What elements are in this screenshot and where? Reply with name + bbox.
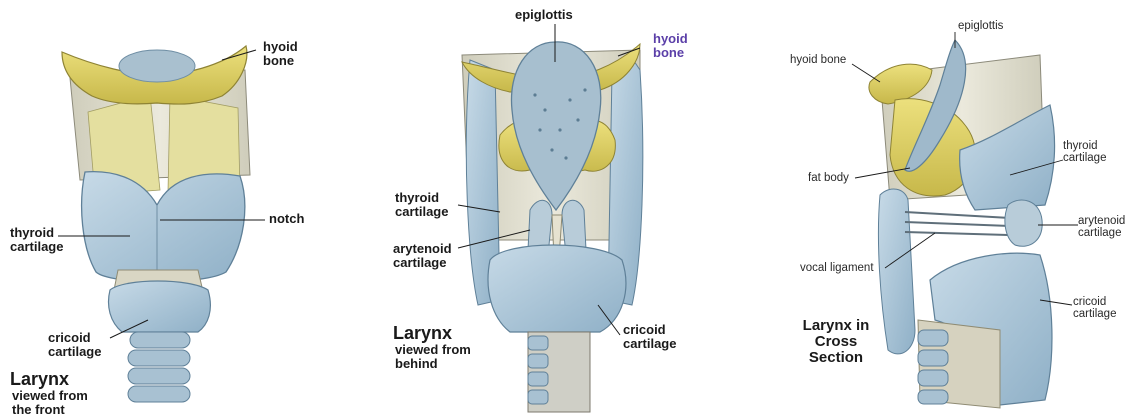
label-line: arytenoid: [393, 242, 452, 256]
label-line: bone: [653, 46, 688, 60]
panel-cross-section: [852, 32, 1078, 408]
panel-posterior-view: [458, 24, 643, 412]
label-line: hyoid: [653, 32, 688, 46]
label-fat-body: fat body: [808, 172, 849, 184]
label-cricoid-cartilage-front: cricoid cartilage: [48, 331, 101, 359]
label-hyoid-bone-posterior: hyoid bone: [653, 32, 688, 60]
arytenoid-section: [1005, 200, 1042, 246]
label-cricoid-cartilage-section: cricoid cartilage: [1073, 296, 1116, 321]
cricoid-cartilage-posterior: [488, 245, 626, 332]
label-line: cricoid: [48, 331, 101, 345]
hyoid-body-top: [119, 50, 195, 82]
caption-front-view: Larynx viewed from the front: [10, 370, 88, 418]
label-hyoid-bone-section: hyoid bone: [790, 54, 846, 66]
caption-line: Cross: [800, 334, 872, 350]
label-line: cartilage: [395, 205, 448, 219]
label-line: epiglottis: [515, 7, 573, 22]
label-line: cricoid: [1073, 296, 1116, 308]
label-line: vocal ligament: [800, 262, 874, 274]
label-line: thyroid: [10, 226, 63, 240]
label-line: thyroid: [395, 191, 448, 205]
label-hyoid-bone-front: hyoid bone: [263, 40, 298, 68]
caption-sub: the front: [10, 403, 88, 417]
label-cricoid-cartilage-posterior: cricoid cartilage: [623, 323, 676, 351]
anterior-wall: [878, 189, 915, 354]
label-line: cartilage: [1073, 308, 1116, 320]
caption-sub: viewed from: [10, 389, 88, 403]
label-epiglottis-posterior: epiglottis: [515, 8, 573, 22]
label-line: arytenoid: [1078, 215, 1125, 227]
label-line: cartilage: [10, 240, 63, 254]
caption-title: Larynx: [393, 324, 471, 343]
label-line: cartilage: [1078, 227, 1125, 239]
label-line: cartilage: [623, 337, 676, 351]
caption-sub: behind: [393, 357, 471, 371]
label-thyroid-cartilage-section: thyroid cartilage: [1063, 140, 1106, 165]
label-line: cricoid: [623, 323, 676, 337]
trachea-section: [918, 320, 1000, 408]
caption-cross-section: Larynx in Cross Section: [800, 318, 872, 367]
label-vocal-ligament: vocal ligament: [800, 262, 874, 274]
caption-line: Larynx in: [800, 318, 872, 334]
trachea-rings-front: [128, 332, 190, 402]
caption-title: Larynx: [10, 370, 88, 389]
label-thyroid-cartilage-posterior: thyroid cartilage: [395, 191, 448, 219]
label-line: cartilage: [393, 256, 452, 270]
label-line: cartilage: [1063, 152, 1106, 164]
caption-sub: viewed from: [393, 343, 471, 357]
label-arytenoid-cartilage-section: arytenoid cartilage: [1078, 215, 1125, 240]
trachea-posterior: [528, 332, 590, 412]
label-thyroid-cartilage-front: thyroid cartilage: [10, 226, 63, 254]
label-line: thyroid: [1063, 140, 1106, 152]
vocal-ligament-lines: [905, 212, 1010, 235]
cricoid-cartilage-front: [109, 281, 211, 332]
label-line: hyoid: [263, 40, 298, 54]
caption-posterior-view: Larynx viewed from behind: [393, 324, 471, 372]
label-line: bone: [263, 54, 298, 68]
caption-line: Section: [800, 350, 872, 366]
label-notch: notch: [269, 212, 304, 226]
label-line: fat body: [808, 172, 849, 184]
label-arytenoid-cartilage-posterior: arytenoid cartilage: [393, 242, 452, 270]
label-line: hyoid bone: [790, 54, 846, 66]
thyroid-cartilage-front: [82, 172, 245, 282]
label-line: notch: [269, 211, 304, 226]
label-line: epiglottis: [958, 20, 1003, 32]
label-epiglottis-section: epiglottis: [958, 20, 1003, 32]
label-line: cartilage: [48, 345, 101, 359]
